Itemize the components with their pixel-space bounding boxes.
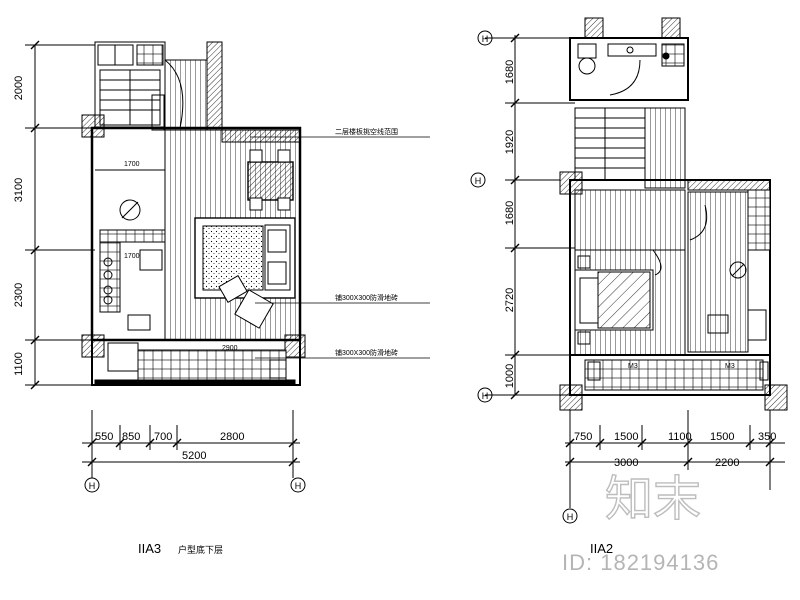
living-room-rug: [194, 217, 296, 329]
right-hdim-350: 350: [758, 431, 776, 443]
callout-void-line: 二层楼板挑空线范围: [335, 127, 398, 136]
right-caption-code: IIA2: [590, 541, 613, 556]
callout-tile-2: 铺300X300防滑地砖: [335, 348, 398, 357]
left-caption-code: IIA3: [138, 541, 161, 556]
right-dim-2720: 2720: [504, 288, 516, 312]
left-dim-2000: 2000: [13, 76, 25, 100]
watermark-id: ID: 182194136: [562, 550, 719, 575]
window-tag-1: M3: [628, 363, 638, 370]
right-hdim-750: 750: [574, 431, 592, 443]
right-plan: [470, 17, 788, 524]
right-dim-1000: 1000: [504, 364, 516, 388]
left-caption-text: 户型底下层: [178, 544, 223, 555]
window-tag-2: M3: [725, 363, 735, 370]
right-axis-1: H: [482, 34, 489, 44]
right-total-2200: 2200: [715, 457, 739, 469]
left-dim-2300: 2300: [13, 283, 25, 307]
right-axis-4: H: [567, 512, 574, 522]
right-axis-3: H: [482, 391, 489, 401]
right-axis-2: H: [475, 176, 482, 186]
right-plan-labels: 1680 1920 1680 2720 1000 H H H H M3 M3 7…: [475, 34, 777, 556]
left-hdim-850: 850: [122, 431, 140, 443]
left-dim-3100: 3100: [13, 178, 25, 202]
watermark-brand: 知末: [605, 473, 701, 526]
right-bed: [574, 255, 654, 345]
right-hdim-1500b: 1500: [710, 431, 734, 443]
right-dim-1920: 1920: [504, 130, 516, 154]
left-dim-1100: 1100: [13, 352, 25, 376]
left-total-5200: 5200: [182, 450, 206, 462]
right-total-3000: 3000: [614, 457, 638, 469]
room-width-2: 1700: [124, 253, 140, 260]
left-axis-a: H: [89, 481, 96, 491]
room-width-1: 1700: [124, 161, 140, 168]
left-plan: [25, 40, 430, 493]
stair: [99, 69, 161, 126]
right-hdim-1500a: 1500: [614, 431, 638, 443]
room-width-3: 2900: [222, 345, 238, 352]
left-hdim-700: 700: [154, 431, 172, 443]
left-plan-labels: 2000 3100 2300 1100 1700 1700 2900 550 8…: [13, 76, 398, 556]
left-hdim-2800: 2800: [220, 431, 244, 443]
right-hdim-1100: 1100: [668, 431, 692, 443]
left-hdim-550: 550: [95, 431, 113, 443]
left-axis-b: H: [295, 481, 302, 491]
right-stair: [574, 107, 646, 181]
callout-tile-1: 铺300X300防滑地砖: [335, 293, 398, 302]
watermark: 知末 ID: 182194136: [562, 472, 719, 575]
right-dim-1680: 1680: [504, 201, 516, 225]
dining-table: [247, 149, 294, 211]
right-dim-1680-top: 1680: [504, 60, 516, 84]
